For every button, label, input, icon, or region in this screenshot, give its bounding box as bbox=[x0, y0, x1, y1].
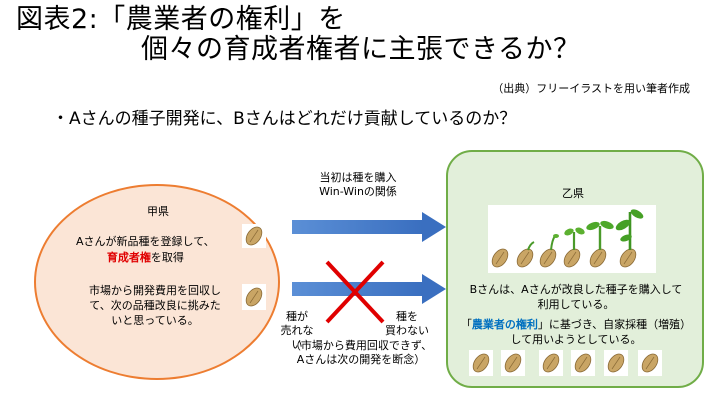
title-line-2: 個々の育成者権者に主張できるか？ bbox=[141, 34, 581, 65]
kou-text-recover-costs-body: 市場から開発費用を回収して、次の品種改良に挑みたいと思っている。 bbox=[89, 284, 221, 327]
kou-text-registration-prefix: Aさんが新品種を登録して、 bbox=[76, 235, 215, 248]
seeds-not-sold-label: 種が 売れない bbox=[280, 310, 314, 351]
kou-title: 甲県 bbox=[147, 205, 169, 218]
source-note: （出典）フリーイラストを用い筆者作成 bbox=[492, 82, 690, 95]
seed-icon bbox=[539, 350, 563, 376]
seed-icon bbox=[501, 350, 525, 376]
otsu-text-purchase: Bさんは、Aさんが改良した種子を購入して利用している。 bbox=[469, 283, 683, 311]
cost-recovery-note: （市場から費用回収できず、 Aさんは次の開発を断念） bbox=[289, 339, 433, 366]
seed-icon bbox=[638, 350, 662, 376]
otsu-text-farmers-right: 「農業者の権利」に基づき、自家採種（増殖）して用いようとしている。 bbox=[458, 317, 694, 347]
quote-open: 「 bbox=[460, 318, 472, 331]
seed-icon bbox=[242, 223, 266, 249]
seed-icon bbox=[242, 284, 266, 310]
kou-prefecture-circle bbox=[34, 184, 280, 380]
seed-icon bbox=[469, 350, 493, 376]
farmers-right-label: 農業者の権利 bbox=[471, 318, 538, 331]
kou-text-recover-costs: 市場から開発費用を回収して、次の品種改良に挑みたいと思っている。 bbox=[84, 283, 226, 328]
seed-row bbox=[469, 350, 662, 376]
sprout-sequence bbox=[488, 209, 644, 271]
breeder-right-label: 育成者権 bbox=[106, 251, 151, 264]
bullet-question: ・Aさんの種子開発に、Bさんはどれだけ貢献しているのか？ bbox=[52, 109, 517, 129]
kou-text-registration-suffix: を取得 bbox=[150, 251, 184, 264]
seed-icon bbox=[604, 350, 628, 376]
otsu-title: 乙県 bbox=[562, 187, 584, 200]
arrow-top bbox=[292, 212, 446, 242]
otsu-text-farmers-right-suffix: 」に基づき、自家採種（増殖）して用いようとしている。 bbox=[510, 318, 692, 346]
seed-icon bbox=[571, 350, 595, 376]
title-line-1: 図表2:「農業者の権利」を bbox=[16, 4, 346, 35]
seeds-not-bought-label: 種を 買わない bbox=[385, 310, 429, 337]
arrow-top-label: 当初は種を購入 Win-Winの関係 bbox=[319, 171, 397, 198]
kou-text-registration: Aさんが新品種を登録して、 育成者権を取得 bbox=[76, 234, 215, 266]
red-cross-mark bbox=[325, 260, 385, 324]
